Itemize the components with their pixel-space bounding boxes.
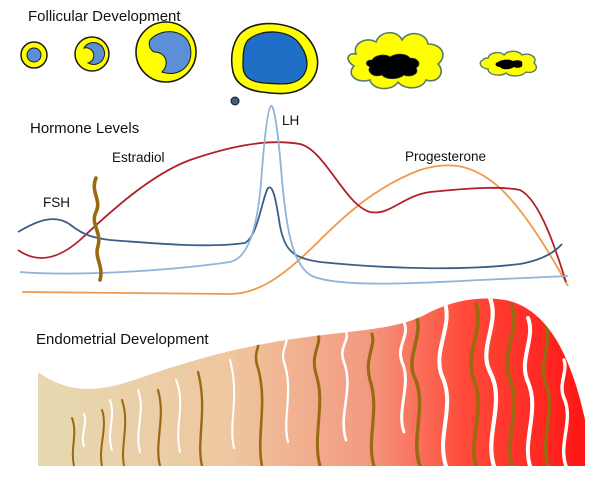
progesterone-label: Progesterone xyxy=(405,149,486,164)
ovulating-follicle xyxy=(230,22,319,106)
fsh-label: FSH xyxy=(43,195,70,210)
fsh-curve xyxy=(17,186,563,270)
primary-follicle xyxy=(20,41,48,69)
lh-label: LH xyxy=(282,113,299,128)
cycle-marker xyxy=(92,176,103,282)
antral-follicle xyxy=(135,21,197,83)
endometrium xyxy=(38,298,585,466)
follicular-development-title: Follicular Development xyxy=(28,8,181,25)
endometrial-development-title: Endometrial Development xyxy=(36,331,209,348)
progesterone-curve xyxy=(21,164,569,295)
hormone-levels-title: Hormone Levels xyxy=(30,120,139,137)
estradiol-curve xyxy=(17,141,567,283)
spiral-arteries xyxy=(71,302,552,466)
hormone-chart: FSH Estradiol LH Progesterone xyxy=(17,105,569,295)
corpus-albicans xyxy=(479,50,538,77)
secondary-follicle xyxy=(74,36,110,72)
endometrial-glands xyxy=(81,298,570,466)
corpus-luteum xyxy=(347,31,444,90)
estradiol-label: Estradiol xyxy=(112,150,165,165)
lh-curve xyxy=(19,105,569,285)
